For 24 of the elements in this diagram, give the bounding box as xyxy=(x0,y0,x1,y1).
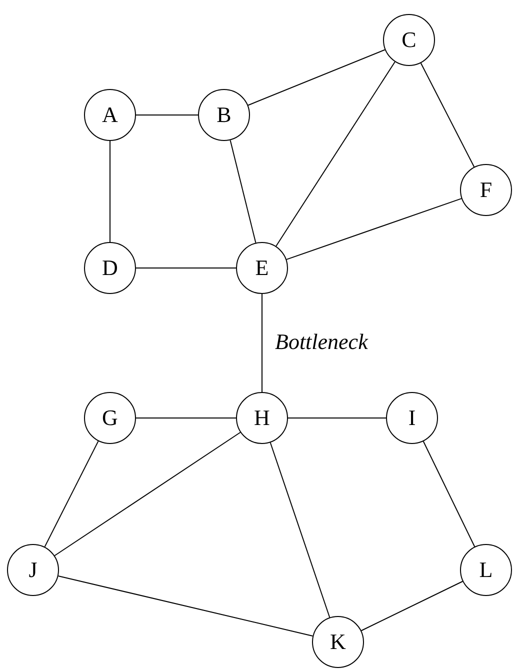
edge-line xyxy=(360,580,464,632)
graph-node: G xyxy=(84,392,136,444)
edge-line xyxy=(286,198,462,260)
edge-line xyxy=(422,440,476,548)
edge-line xyxy=(230,140,256,244)
graph-node: H xyxy=(236,392,288,444)
edge-line xyxy=(136,114,198,116)
graph-node: I xyxy=(386,392,438,444)
edge-line xyxy=(248,49,386,106)
edge-line xyxy=(420,62,475,168)
graph-node: D xyxy=(84,242,136,294)
graph-node: A xyxy=(84,89,136,141)
edge-line xyxy=(58,575,314,637)
edge-line xyxy=(270,442,330,618)
graph-node: L xyxy=(460,544,512,596)
graph-node: B xyxy=(198,89,250,141)
graph-node: E xyxy=(236,242,288,294)
edge-line xyxy=(276,61,396,247)
graph-node: F xyxy=(460,164,512,216)
graph-node: K xyxy=(312,616,364,668)
graph-node: J xyxy=(7,544,59,596)
graph-node: C xyxy=(383,14,435,66)
edge-line xyxy=(54,432,241,556)
edge-line xyxy=(44,440,99,548)
